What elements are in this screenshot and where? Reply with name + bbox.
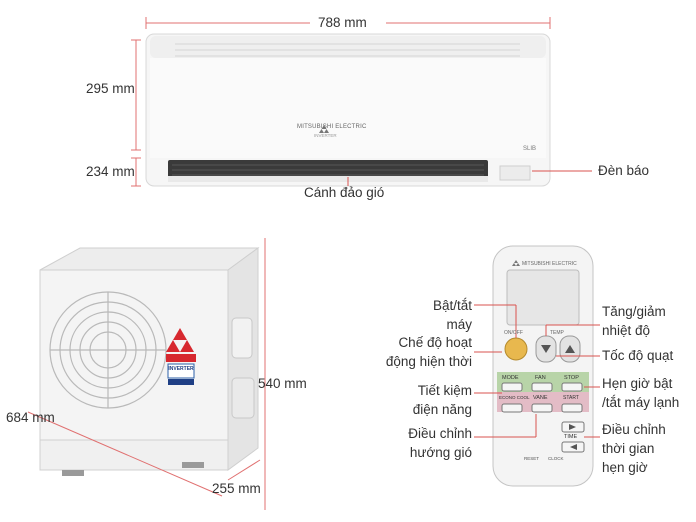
remote-callout-lines-left — [474, 304, 537, 438]
indoor-logo-icon — [319, 125, 329, 133]
outdoor-logo-icon — [166, 328, 194, 352]
vane-button[interactable] — [531, 403, 553, 413]
indoor-unit — [145, 33, 551, 187]
temp-text: TEMP — [550, 330, 564, 336]
outdoor-width-label: 684 mm — [6, 410, 55, 425]
fan-text: FAN — [535, 375, 546, 381]
outdoor-height-label: 540 mm — [258, 376, 307, 391]
econo-cool-button[interactable] — [501, 403, 523, 413]
outdoor-unit — [39, 247, 260, 476]
vane-text: VANE — [533, 395, 548, 401]
reset-text: RESET — [524, 456, 540, 461]
indoor-depth-dimension — [131, 157, 141, 187]
indoor-height-label: 295 mm — [86, 81, 135, 96]
callout-fan: Tốc độ quạt — [602, 348, 674, 363]
indoor-model-badge: SLIB — [523, 146, 537, 152]
stop-text: STOP — [564, 375, 579, 381]
remote-control — [492, 245, 594, 487]
indoor-sub-brand-text: INVERTER — [314, 133, 337, 138]
outdoor-depth-dimension — [227, 459, 261, 481]
stop-button[interactable] — [561, 382, 583, 392]
outdoor-depth-label: 255 mm — [212, 481, 261, 496]
louver-label: Cánh đảo gió — [304, 185, 385, 200]
outdoor-fan-grille — [49, 291, 167, 409]
indoor-width-label: 788 mm — [318, 15, 367, 30]
remote-logo-icon — [512, 260, 520, 266]
on-off-button[interactable] — [504, 337, 528, 361]
mode-button[interactable] — [501, 382, 523, 392]
indicator-label: Đèn báo — [598, 163, 650, 178]
clock-text: CLOCK — [548, 456, 564, 461]
fan-button[interactable] — [531, 382, 553, 392]
outdoor-badge: INVERTER — [168, 366, 194, 372]
remote-callout-lines-right — [545, 324, 600, 438]
start-button[interactable] — [561, 403, 583, 413]
on-off-text: ON/OFF — [504, 330, 523, 336]
callout-time-adjust: Điều chỉnh thời gian hẹn giờ — [602, 422, 666, 475]
econo-cool-text: ECONO COOL — [499, 395, 530, 400]
callout-temp: Tăng/giảm nhiệt độ — [602, 304, 666, 338]
start-text: START — [563, 395, 579, 401]
indoor-height-dimension — [131, 39, 141, 151]
callout-power: Bật/tắt máy — [432, 298, 472, 332]
callout-econo: Tiết kiệm điện năng — [412, 383, 472, 417]
indoor-width-dimension — [145, 17, 551, 29]
indoor-brand-text: MITSUBISHI ELECTRIC — [297, 124, 367, 130]
remote-brand-text: MITSUBISHI ELECTRIC — [522, 261, 577, 267]
outdoor-width-dimension — [27, 411, 223, 497]
callout-vane: Điều chỉnh hướng gió — [408, 426, 472, 460]
time-text: TIME — [564, 434, 578, 440]
callout-timer: Hẹn giờ bật /tắt máy lạnh — [602, 376, 680, 410]
mode-text: MODE — [502, 375, 519, 381]
indoor-depth-label: 234 mm — [86, 164, 135, 179]
callout-mode: Chế độ hoạt động hiện thời — [385, 335, 472, 369]
